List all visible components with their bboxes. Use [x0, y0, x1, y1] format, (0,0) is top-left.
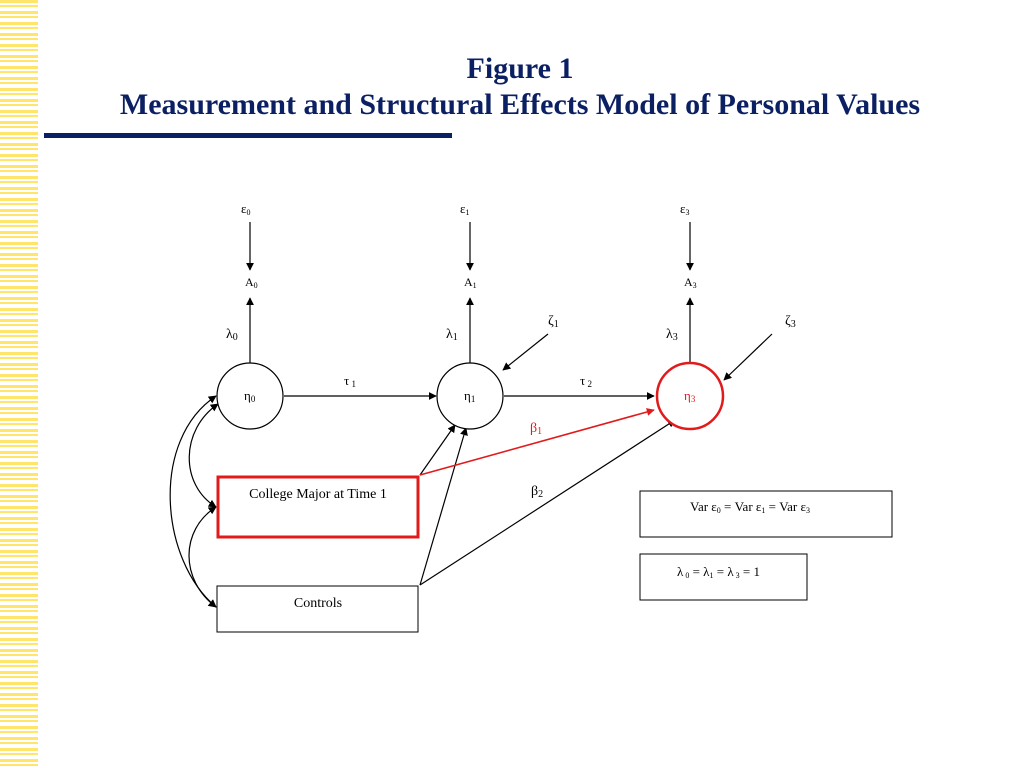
label-zeta1: ζ1 — [548, 314, 559, 330]
label-tau1: τ 1 — [344, 373, 356, 389]
label-zeta3: ζ3 — [785, 314, 796, 330]
variance-constraint-box — [639, 490, 893, 538]
label-tau2: τ 2 — [580, 373, 592, 389]
arrow-beta1-major-to-eta3 — [419, 408, 655, 476]
latent-eta0-circle — [216, 362, 284, 430]
arrow-controls-to-eta1 — [419, 427, 468, 586]
college-major-label: College Major at Time 1 — [249, 487, 387, 502]
controls-label: Controls — [294, 596, 342, 611]
figure-title: Measurement and Structural Effects Model… — [119, 88, 921, 121]
decorative-stripe-border — [0, 0, 38, 768]
label-a1: A1 — [464, 275, 477, 290]
latent-eta3-circle — [655, 361, 725, 431]
arrow-zeta1-to-eta1 — [502, 333, 549, 371]
arrow-zeta3-to-eta3 — [723, 333, 773, 381]
label-eps1: ε1 — [460, 201, 469, 217]
label-beta2: β2 — [531, 484, 543, 500]
controls-box — [216, 585, 419, 633]
label-eps3: ε3 — [680, 201, 689, 217]
lambda-constraint-box — [639, 553, 808, 601]
label-lambda3: λ3 — [666, 327, 678, 343]
latent-eta1-circle — [436, 362, 504, 430]
label-beta1: β1 — [530, 421, 542, 437]
label-eta3: η3 — [684, 388, 696, 404]
lambda-constraint-text: λ 0 = λ1 = λ 3 = 1 — [677, 564, 760, 580]
arrow-beta2-controls-to-eta3 — [419, 419, 676, 586]
label-a0: A0 — [245, 275, 258, 290]
correlation-major-controls — [188, 506, 217, 608]
variance-constraint-text: Var ε0 = Var ε1 = Var ε3 — [690, 499, 810, 515]
label-eta0: η0 — [244, 388, 256, 404]
title-underline — [44, 133, 452, 138]
label-lambda0: λ0 — [226, 327, 238, 343]
correlation-eta0-major — [188, 403, 219, 508]
label-eps0: ε0 — [241, 201, 250, 217]
figure-number: Figure 1 — [466, 52, 574, 85]
label-a3: A3 — [684, 275, 697, 290]
college-major-box — [216, 475, 420, 539]
arrow-major-to-eta1 — [419, 424, 456, 476]
label-eta1: η1 — [464, 388, 475, 404]
label-lambda1: λ1 — [446, 327, 458, 343]
